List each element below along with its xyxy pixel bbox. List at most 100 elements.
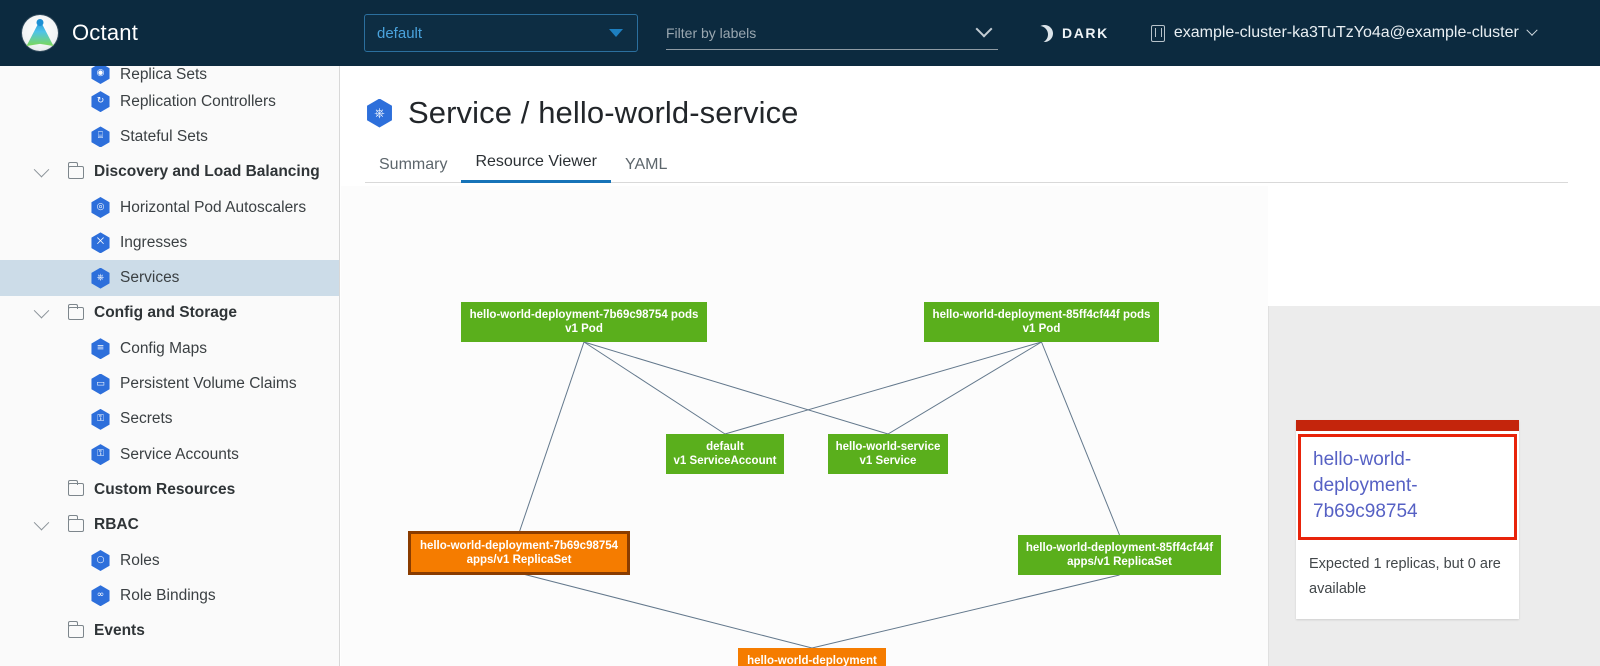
detail-title-box[interactable]: hello-world-deployment-7b69c98754 xyxy=(1298,434,1517,540)
status-card: hello-world-deployment-7b69c98754 Expect… xyxy=(1296,420,1519,619)
k8s-ingress-icon: ⨉ xyxy=(91,232,110,254)
folder-icon xyxy=(67,480,84,497)
graph-node-kind: v1 ServiceAccount xyxy=(673,455,777,467)
graph-edge xyxy=(518,572,813,649)
graph-node-kind: v1 Pod xyxy=(1022,323,1061,335)
k8s-role-icon: ○ xyxy=(91,550,110,571)
dark-mode-toggle[interactable]: DARK xyxy=(1036,25,1109,42)
sidebar-item-label: Replica Sets xyxy=(120,66,208,83)
sidebar-item-roles[interactable]: ○Roles xyxy=(0,543,339,578)
sidebar-item-stateful-sets[interactable]: ⌸Stateful Sets xyxy=(0,119,339,154)
moon-icon xyxy=(1036,25,1053,42)
label-filter-input[interactable]: Filter by labels xyxy=(666,16,998,50)
graph-node-pod-85ff[interactable]: hello-world-deployment-85ff4cf44f pods v1… xyxy=(924,302,1159,342)
sidebar-item-config-and-storage[interactable]: Config and Storage xyxy=(0,296,339,331)
folder-icon xyxy=(67,621,84,638)
folder-icon xyxy=(67,515,84,532)
octant-logo-icon xyxy=(22,15,58,51)
graph-node-deploy[interactable]: hello-world-deploymentapps/v1 Deployment xyxy=(738,648,886,666)
graph-edges xyxy=(518,341,1120,649)
sidebar: ◉ Replica Sets ↻ Replication Controllers ⌸St… xyxy=(0,66,340,666)
graph-node-svc-hello[interactable]: hello-world-service v1 Service xyxy=(828,434,948,474)
graph-node-name: hello-world-deployment-7b69c98754 xyxy=(419,539,619,552)
graph-node-name: hello-world-deployment-7b69c98754 pods xyxy=(469,308,699,321)
k8s-service-icon: ⎈ xyxy=(367,98,392,128)
sidebar-item-label: Replication Controllers xyxy=(120,92,276,110)
sidebar-item-service-accounts[interactable]: ⚿ Service Accounts xyxy=(0,437,339,472)
dark-mode-label: DARK xyxy=(1062,25,1109,41)
detail-title-link[interactable]: hello-world-deployment-7b69c98754 xyxy=(1313,449,1418,522)
sidebar-item-events[interactable]: Events xyxy=(0,613,339,648)
graph-node-kind: apps/v1 ReplicaSet xyxy=(466,554,572,566)
k8s-hpa-icon: ◎ xyxy=(91,197,110,219)
tab-resource-viewer[interactable]: Resource Viewer xyxy=(461,153,611,183)
sidebar-item-config-maps[interactable]: ≡ Config Maps xyxy=(0,331,339,366)
chevron-down-icon xyxy=(1526,24,1538,36)
graph-node-name: hello-world-deployment-85ff4cf44f pods xyxy=(932,308,1151,321)
folder-icon xyxy=(67,303,84,320)
sidebar-item-rbac[interactable]: RBAC xyxy=(0,508,339,543)
sidebar-item-discovery-and-load-balancing[interactable]: Discovery and Load Balancing xyxy=(0,155,339,190)
graph-node-name: default xyxy=(706,440,744,453)
graph-edge xyxy=(583,341,726,435)
sidebar-item-label: RBAC xyxy=(94,516,139,534)
resource-viewer: hello-world-deployment-7b69c98754 pods v1… xyxy=(341,186,1600,666)
graph-edge xyxy=(518,341,585,534)
tab-summary[interactable]: Summary xyxy=(379,156,448,173)
sidebar-item-label: Ingresses xyxy=(120,233,188,251)
brand-name: Octant xyxy=(72,20,139,45)
graph-node-kind: v1 Service xyxy=(859,455,917,467)
sidebar-item-label: Custom Resources xyxy=(94,480,236,498)
namespace-select-value: default xyxy=(377,24,423,42)
sidebar-item-label: Config and Storage xyxy=(94,304,237,322)
sidebar-item-persistent-volume-claims[interactable]: ▭Persistent Volume Claims xyxy=(0,366,339,401)
sidebar-item-custom-resources[interactable]: Custom Resources xyxy=(0,472,339,507)
status-bar xyxy=(1296,420,1519,431)
chevron-down-icon[interactable] xyxy=(33,161,50,178)
graph-node-sa-default[interactable]: default v1 ServiceAccount xyxy=(666,434,784,474)
sidebar-item-label: Role Bindings xyxy=(120,586,216,604)
cluster-name: example-cluster-ka3TuTzYo4a@example-clus… xyxy=(1173,24,1519,41)
brand[interactable]: Octant xyxy=(0,15,340,51)
cluster-selector[interactable]: example-cluster-ka3TuTzYo4a@example-clus… xyxy=(1150,24,1538,42)
sidebar-item-replica-sets[interactable]: ◉ Replica Sets xyxy=(0,66,339,84)
folder-icon xyxy=(67,162,84,179)
cluster-icon xyxy=(1150,24,1165,42)
graph-node-name: hello-world-service xyxy=(835,440,941,453)
k8s-replicationcontroller-icon: ↻ xyxy=(91,91,110,113)
sidebar-item-horizontal-pod-autoscalers[interactable]: ◎Horizontal Pod Autoscalers xyxy=(0,190,339,225)
resource-graph[interactable]: hello-world-deployment-7b69c98754 pods v1… xyxy=(341,186,1268,666)
app-header: Octant default Filter by labels DARK exa… xyxy=(0,0,1600,66)
k8s-replicaset-icon: ◉ xyxy=(91,66,110,84)
sidebar-item-label: Persistent Volume Claims xyxy=(120,375,297,393)
sidebar-item-ingresses[interactable]: ⨉ Ingresses xyxy=(0,225,339,260)
namespace-select[interactable]: default xyxy=(364,14,638,52)
sidebar-item-label: Discovery and Load Balancing xyxy=(94,163,320,181)
sidebar-item-label: Stateful Sets xyxy=(120,127,208,145)
sidebar-item-services[interactable]: ⎈Services xyxy=(0,260,339,296)
tab-bar: Summary Resource Viewer YAML xyxy=(365,148,1568,183)
graph-node-rs-7b69[interactable]: hello-world-deployment-7b69c98754 apps/v1… xyxy=(408,531,630,575)
k8s-rolebinding-icon: ∞ xyxy=(91,585,110,607)
chevron-down-icon[interactable] xyxy=(33,302,50,319)
k8s-configmap-icon: ≡ xyxy=(91,338,110,360)
chevron-down-icon[interactable] xyxy=(33,514,50,531)
graph-node-kind: v1 Pod xyxy=(565,323,603,335)
label-filter-placeholder: Filter by labels xyxy=(666,24,757,41)
sidebar-item-role-bindings[interactable]: ∞ Role Bindings xyxy=(0,578,339,613)
sidebar-item-secrets[interactable]: ⚿Secrets xyxy=(0,402,339,437)
sidebar-item-replication-controllers[interactable]: ↻ Replication Controllers xyxy=(0,84,339,119)
k8s-serviceaccount-icon: ⚿ xyxy=(91,444,110,466)
graph-edge xyxy=(583,341,889,435)
tab-yaml[interactable]: YAML xyxy=(625,156,668,173)
graph-node-pod-7b69[interactable]: hello-world-deployment-7b69c98754 pods v1… xyxy=(461,302,707,342)
graph-edge xyxy=(887,341,1042,435)
sidebar-item-label: Config Maps xyxy=(120,339,208,357)
sidebar-item-label: Service Accounts xyxy=(120,445,239,463)
chevron-down-icon xyxy=(975,20,993,38)
sidebar-item-label: Secrets xyxy=(120,410,173,428)
graph-edge xyxy=(1041,341,1120,536)
graph-node-name: hello-world-deployment xyxy=(747,654,877,666)
main-content: ⎈ Service / hello-world-service Summary … xyxy=(341,66,1600,666)
